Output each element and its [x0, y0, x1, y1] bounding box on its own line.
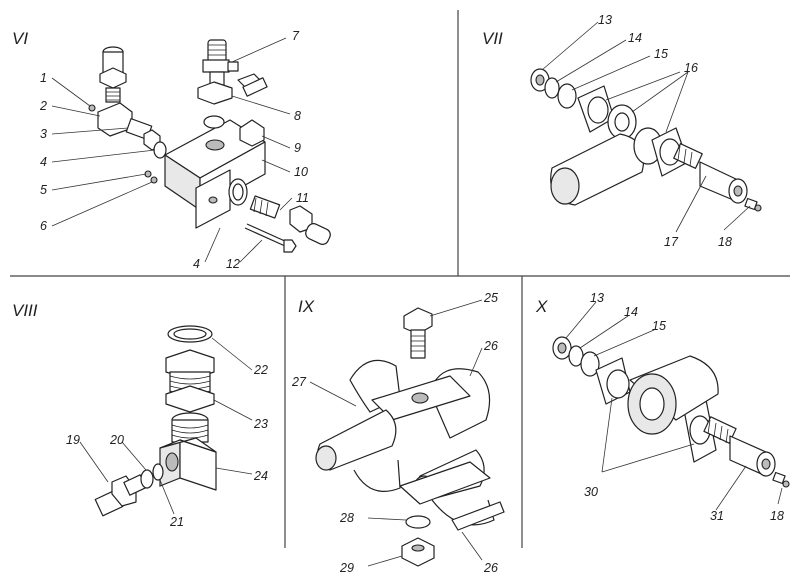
- callout-vii-17: 17: [664, 235, 679, 249]
- pin-part-31: [703, 416, 776, 477]
- callout-vi-10: 10: [294, 165, 308, 179]
- panel-vi: VI: [12, 29, 331, 271]
- panel-x: X: [535, 291, 790, 523]
- panel-dividers: [10, 10, 790, 548]
- washer-part-20: [140, 469, 154, 489]
- shaft-part-17: [550, 127, 748, 206]
- callout-ix-26: 26: [483, 339, 498, 353]
- callout-viii-24: 24: [253, 469, 268, 483]
- housing-part-x: [627, 355, 719, 435]
- panel-viii: VIII: [12, 301, 268, 529]
- nut-part-13-x: [552, 336, 572, 360]
- callout-ix-25: 25: [483, 291, 498, 305]
- tee-body-part-24: [159, 412, 217, 491]
- callout-vi-9: 9: [294, 141, 301, 155]
- nipple-part-23: [165, 349, 215, 413]
- clamp-lower-part-26: [353, 459, 505, 531]
- fitting-part-11: [249, 195, 331, 245]
- callout-viii-20: 20: [109, 433, 124, 447]
- callout-viii-21: 21: [169, 515, 184, 529]
- callout-vii-14: 14: [628, 31, 642, 45]
- callout-vii-15: 15: [654, 47, 668, 61]
- cushion-parts-16: [577, 85, 637, 140]
- union-fitting-part-2: [88, 46, 133, 137]
- callout-vi-5: 5: [40, 183, 47, 197]
- lock-washer-part-28: [405, 515, 431, 529]
- callout-vi-8: 8: [294, 109, 301, 123]
- leaders-viii: [79, 337, 253, 515]
- bolt-part-12: [244, 223, 297, 253]
- callout-vii-18: 18: [718, 235, 732, 249]
- callouts-viii: 19 20 21 22 23 24: [66, 363, 268, 529]
- callout-ix-28: 28: [339, 511, 354, 525]
- nut-part-29: [401, 537, 435, 567]
- grease-fitting-part-18: [744, 197, 762, 212]
- washer-part-15: [557, 83, 577, 109]
- panel-title-vii: VII: [482, 29, 503, 48]
- callout-x-30: 30: [584, 485, 598, 499]
- callout-ix-27: 27: [291, 375, 307, 389]
- callout-x-13: 13: [590, 291, 604, 305]
- callout-ix-26b: 26: [483, 561, 498, 575]
- callouts-ix: 25 26 27 28 29 26: [291, 291, 498, 575]
- leaders-vi: [51, 37, 293, 263]
- nut-part-6: [150, 176, 158, 184]
- callout-vi-7: 7: [292, 29, 300, 43]
- clamp-upper-part-26: [349, 359, 491, 439]
- callout-x-31: 31: [710, 509, 724, 523]
- callout-x-15: 15: [652, 319, 666, 333]
- leaders-x: [565, 301, 783, 511]
- panel-title-vi: VI: [12, 29, 28, 48]
- callouts-vi: 1 2 3 4 5 6 7 8 9 10 11 4 12: [39, 29, 309, 271]
- callout-x-18: 18: [770, 509, 784, 523]
- panel-title-x: X: [535, 297, 548, 316]
- bolt-part-25: [403, 307, 433, 359]
- callout-vi-1: 1: [40, 71, 47, 85]
- callout-vi-3: 3: [40, 127, 47, 141]
- washer-part-15-x: [580, 351, 600, 377]
- callout-vii-16: 16: [684, 61, 698, 75]
- callout-vi-11: 11: [296, 191, 309, 205]
- washer-part-14: [544, 77, 560, 99]
- nipple-part-3: [125, 118, 167, 159]
- callout-vi-4: 4: [40, 155, 47, 169]
- callout-viii-22: 22: [253, 363, 268, 377]
- leaders-ix: [309, 299, 483, 567]
- callout-vi-12: 12: [226, 257, 240, 271]
- callout-ix-29: 29: [339, 561, 354, 575]
- fitting-part-19: [94, 474, 147, 517]
- washer-part-8: [203, 115, 225, 129]
- panel-ix: IX: [291, 291, 505, 575]
- washer-part-21: [152, 463, 164, 481]
- callout-vii-13: 13: [598, 13, 612, 27]
- bracket-plate-part-4: [195, 169, 248, 229]
- panel-vii: VII: [482, 13, 762, 249]
- leaders-vii: [541, 21, 751, 233]
- tee-fitting-part-7: [197, 39, 268, 105]
- plug-part-9: [239, 119, 265, 147]
- callouts-x: 13 14 15 30 31 18: [584, 291, 784, 523]
- callouts-vii: 13 14 15 16 17 18: [598, 13, 732, 249]
- panel-title-viii: VIII: [12, 301, 38, 320]
- callout-vi-4b: 4: [193, 257, 200, 271]
- callout-viii-23: 23: [253, 417, 268, 431]
- callout-x-14: 14: [624, 305, 638, 319]
- panel-title-ix: IX: [298, 297, 315, 316]
- callout-vi-2: 2: [39, 99, 47, 113]
- grease-fitting-part-18-x: [772, 471, 790, 488]
- callout-viii-19: 19: [66, 433, 80, 447]
- callout-vi-6: 6: [40, 219, 47, 233]
